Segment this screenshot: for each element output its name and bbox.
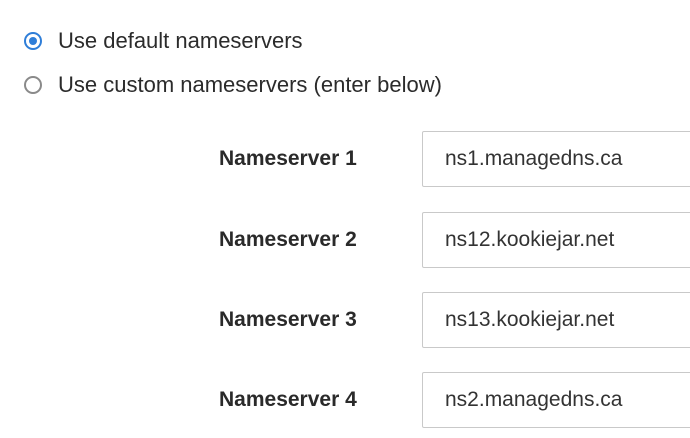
nameserver-3-row: Nameserver 3 <box>0 292 690 348</box>
nameserver-4-row: Nameserver 4 <box>0 372 690 428</box>
nameserver-1-label: Nameserver 1 <box>219 147 357 170</box>
nameserver-1-input[interactable] <box>422 131 690 187</box>
custom-nameservers-radio[interactable] <box>24 76 42 94</box>
custom-nameservers-label[interactable]: Use custom nameservers (enter below) <box>58 72 442 97</box>
custom-nameservers-option[interactable]: Use custom nameservers (enter below) <box>24 73 442 97</box>
nameserver-2-input[interactable] <box>422 212 690 268</box>
radio-selected-dot <box>29 37 37 45</box>
default-nameservers-label[interactable]: Use default nameservers <box>58 28 303 53</box>
nameserver-1-row: Nameserver 1 <box>0 131 690 187</box>
nameserver-4-label: Nameserver 4 <box>219 388 357 411</box>
nameserver-2-label: Nameserver 2 <box>219 228 357 251</box>
default-nameservers-option[interactable]: Use default nameservers <box>24 29 303 53</box>
default-nameservers-radio[interactable] <box>24 32 42 50</box>
nameserver-2-row: Nameserver 2 <box>0 212 690 268</box>
nameserver-4-input[interactable] <box>422 372 690 428</box>
nameserver-3-label: Nameserver 3 <box>219 308 357 331</box>
nameserver-3-input[interactable] <box>422 292 690 348</box>
